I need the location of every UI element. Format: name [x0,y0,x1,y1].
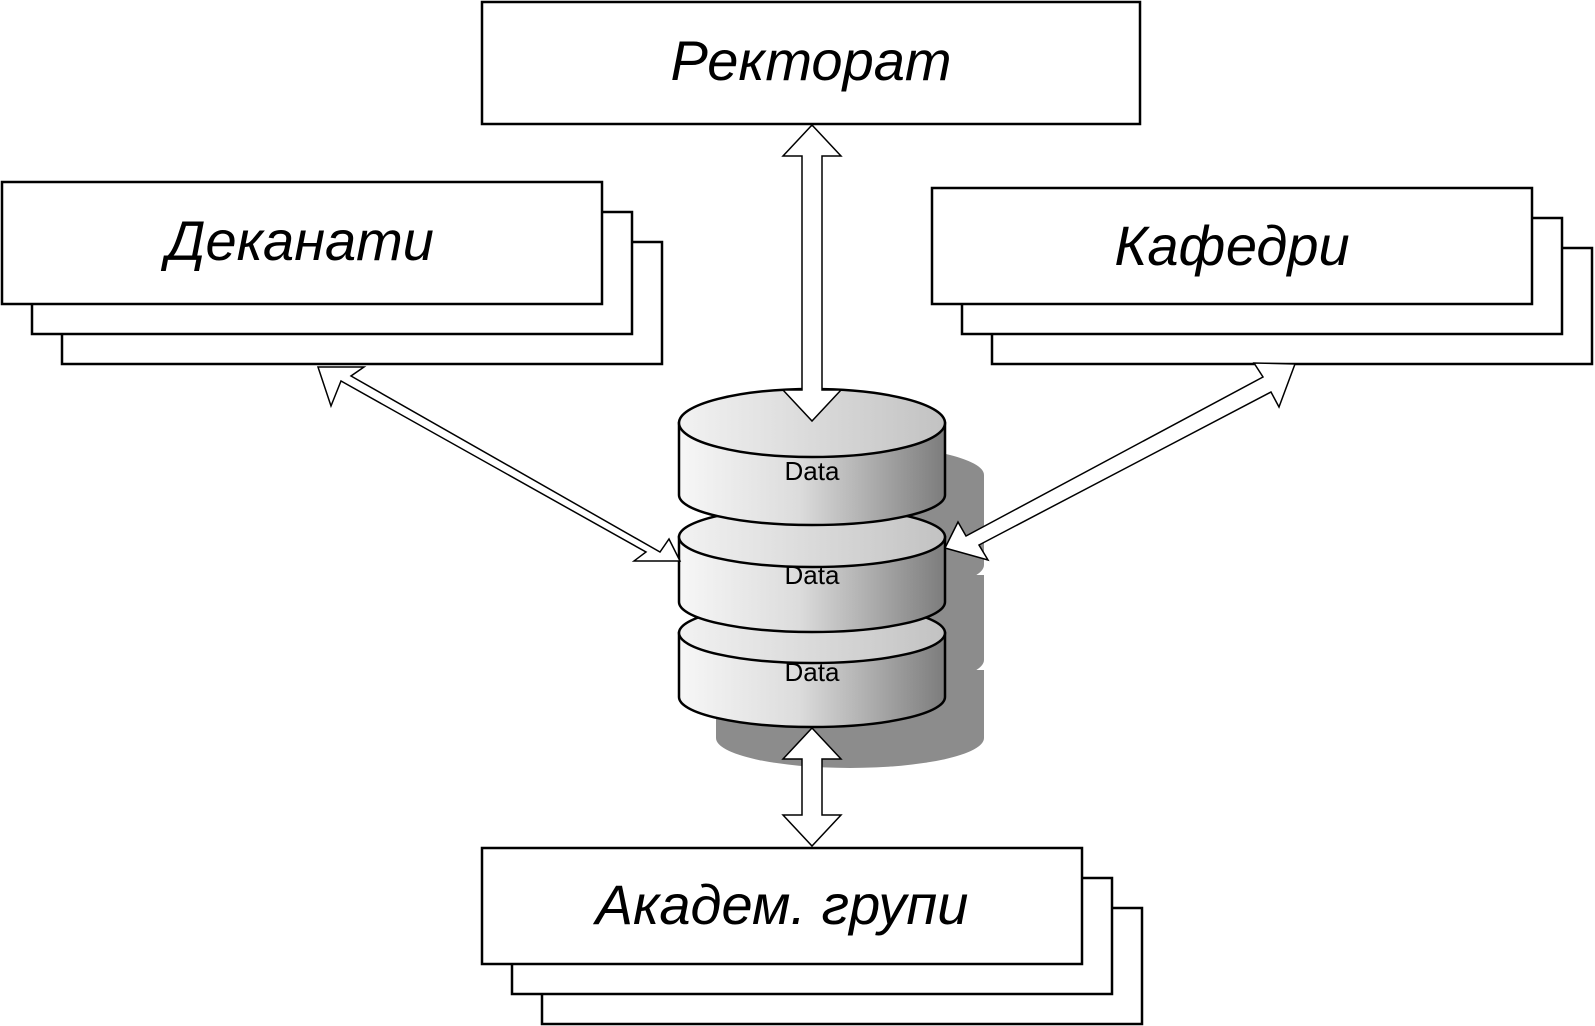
disk-1-label: Data [785,456,840,486]
arrow-rectorate-db [781,123,843,423]
rectorate-label: Ректорат [670,29,951,92]
disk-3-label: Data [785,657,840,687]
database-stack: Data Data Data [677,387,984,768]
rectorate-node: Ректорат [480,0,1142,126]
deaneries-node: Деканати [0,180,664,366]
deaneries-label: Деканати [160,209,434,272]
disk-2-label: Data [785,560,840,590]
arrow-departments-db [943,362,1297,562]
departments-label: Кафедри [1114,214,1349,277]
arrow-deaneries-db [316,366,682,562]
departments-node: Кафедри [930,186,1594,366]
database-disk-1: Data [677,387,947,527]
groups-node: Академ. групи [480,846,1144,1026]
groups-label: Академ. групи [593,873,969,936]
arrow-groups-db [781,726,843,848]
